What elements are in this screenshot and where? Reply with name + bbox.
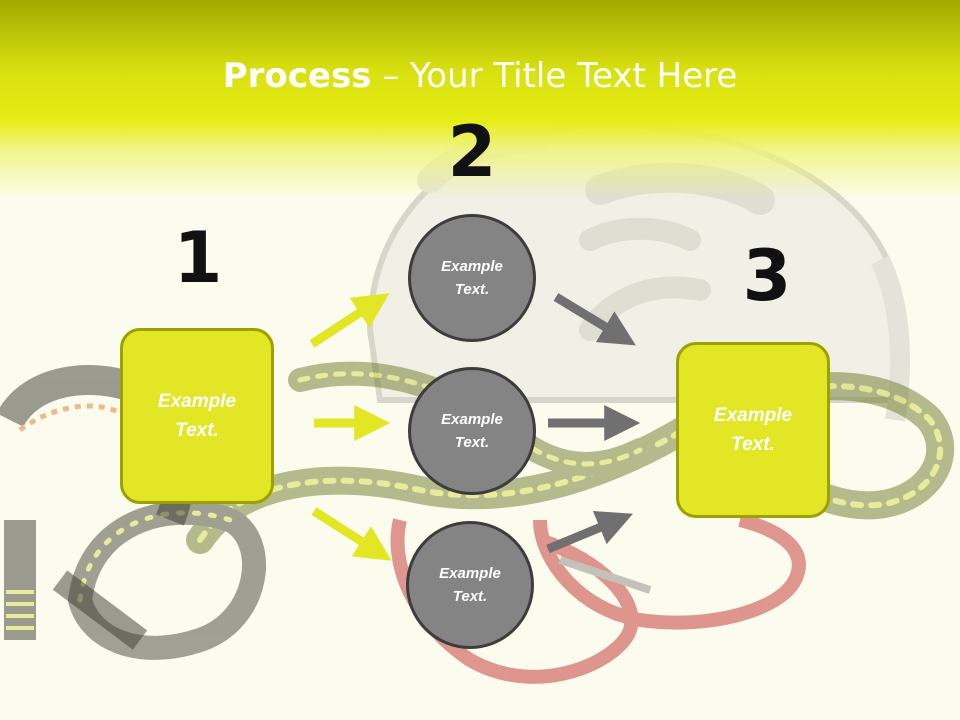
title-rest-part: – Your Title Text Here	[371, 56, 738, 96]
arrow-circle-top-to-3	[553, 293, 636, 346]
step-number-1: 1	[173, 217, 223, 299]
step-number-2: 2	[447, 111, 497, 193]
arrow-1-to-circle-top	[309, 293, 390, 348]
step-number-3: 3	[742, 235, 792, 317]
arrow-1-to-circle-bottom	[311, 507, 392, 561]
title-band	[0, 0, 960, 200]
title-bold-part: Process	[222, 56, 372, 96]
slide-title: Process – Your Title Text Here	[0, 54, 960, 98]
arrow-circle-bottom-to-3	[546, 510, 633, 554]
